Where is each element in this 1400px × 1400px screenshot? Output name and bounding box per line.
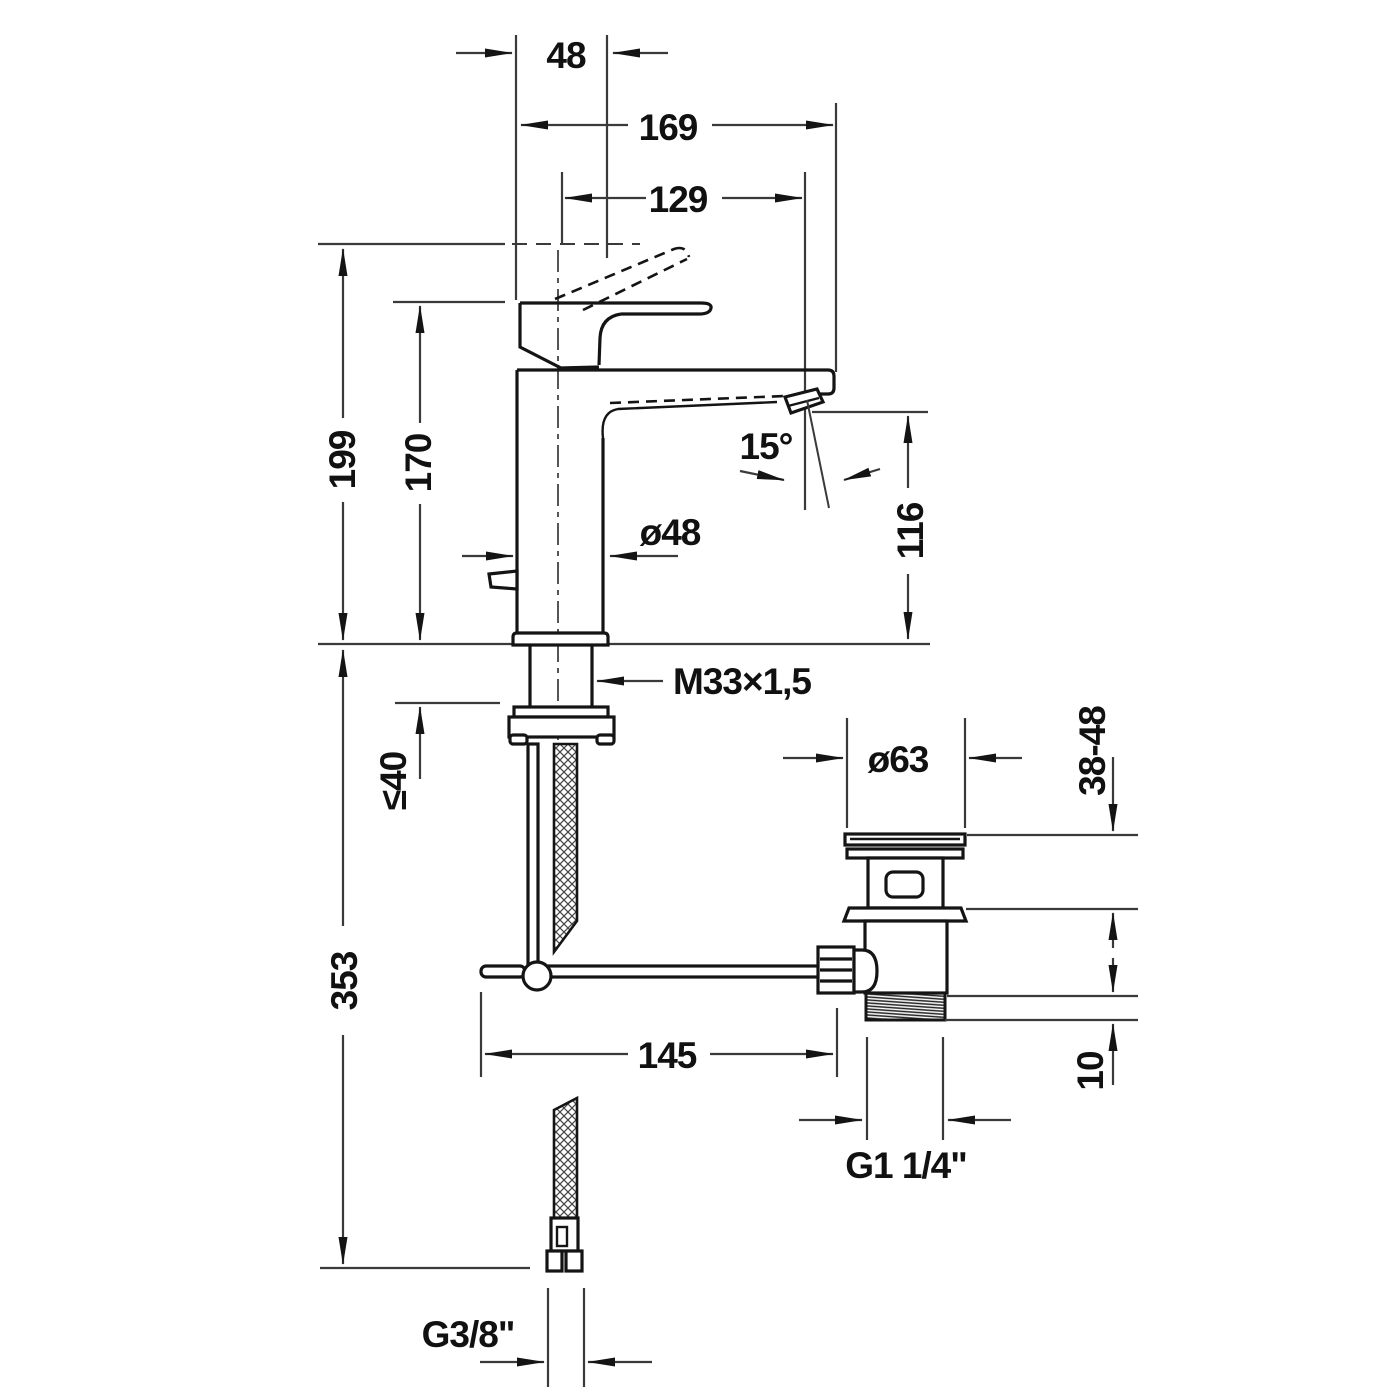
dim-145-label: 145	[638, 1035, 697, 1076]
drain-body	[863, 919, 949, 995]
bottom-dimensions: 145 G3/8"	[422, 992, 839, 1387]
dim-169-label: 169	[639, 107, 698, 148]
bracket-foot	[595, 733, 616, 746]
stem-slot	[884, 870, 925, 899]
drain-basin-flange	[841, 906, 969, 923]
left-dimensions: 199 170 353 ≤40	[318, 242, 930, 1270]
drain-assembly: ø63	[783, 718, 1022, 1022]
spout-underside	[601, 400, 778, 439]
dim-dia48-label: ø48	[640, 512, 701, 553]
handle-neck	[597, 312, 622, 366]
dim-170-label: 170	[398, 433, 439, 492]
handle-raised-outline	[554, 246, 691, 312]
dim-353-label: 353	[324, 951, 365, 1010]
collar-detail	[555, 1225, 569, 1248]
leader-arrow	[843, 467, 881, 482]
rod-ball-joint	[521, 960, 553, 992]
nut-dome	[852, 948, 879, 994]
leader-arrow	[739, 469, 785, 482]
top-dimensions: 48 169 129	[456, 35, 838, 510]
dim-116-label: 116	[890, 502, 931, 559]
right-dimension-chain: 38-48 10 G1 1/4"	[799, 706, 1138, 1186]
drain-thread-tail	[864, 991, 947, 1022]
dim-3848-label: 38-48	[1072, 706, 1113, 796]
thread-g114-label: G1 1/4"	[845, 1145, 967, 1186]
spout-edge-dashed	[609, 394, 786, 405]
spray-angle-group: 15° 116 ø48	[462, 399, 931, 640]
dim-dia63-label: ø63	[868, 739, 929, 780]
supply-hose-upper	[552, 742, 579, 956]
drain-stem	[866, 856, 945, 910]
thread-g38-label: G3/8"	[422, 1314, 515, 1355]
handle-lever	[520, 301, 713, 316]
hose-nut-right	[564, 1249, 584, 1273]
dim-10-label: 10	[1070, 1051, 1111, 1091]
bracket-foot	[508, 733, 529, 746]
dim-199-label: 199	[322, 430, 363, 489]
rod-stub	[479, 964, 527, 979]
spout-top-bar	[517, 368, 836, 396]
dim-48-label: 48	[546, 35, 586, 76]
popup-rod-horizontal	[546, 964, 821, 979]
dim-15deg-label: 15°	[740, 426, 793, 467]
faucet-body	[487, 246, 836, 742]
supply-hose-lower	[552, 1095, 579, 1220]
handle-chin	[518, 303, 600, 370]
below-deck-group: M33×1,5	[479, 645, 821, 1273]
popup-rod-vertical	[526, 742, 540, 966]
dim-le40-label: ≤40	[373, 751, 414, 810]
stream-angle-line	[806, 399, 830, 509]
mounting-bracket	[507, 715, 616, 739]
dim-129-label: 129	[649, 179, 708, 220]
hose-nut-left	[545, 1249, 564, 1273]
aerator-line	[787, 396, 820, 408]
popup-knob	[487, 569, 519, 591]
base-flange	[511, 631, 610, 647]
thread-m33-label: M33×1,5	[673, 661, 811, 702]
